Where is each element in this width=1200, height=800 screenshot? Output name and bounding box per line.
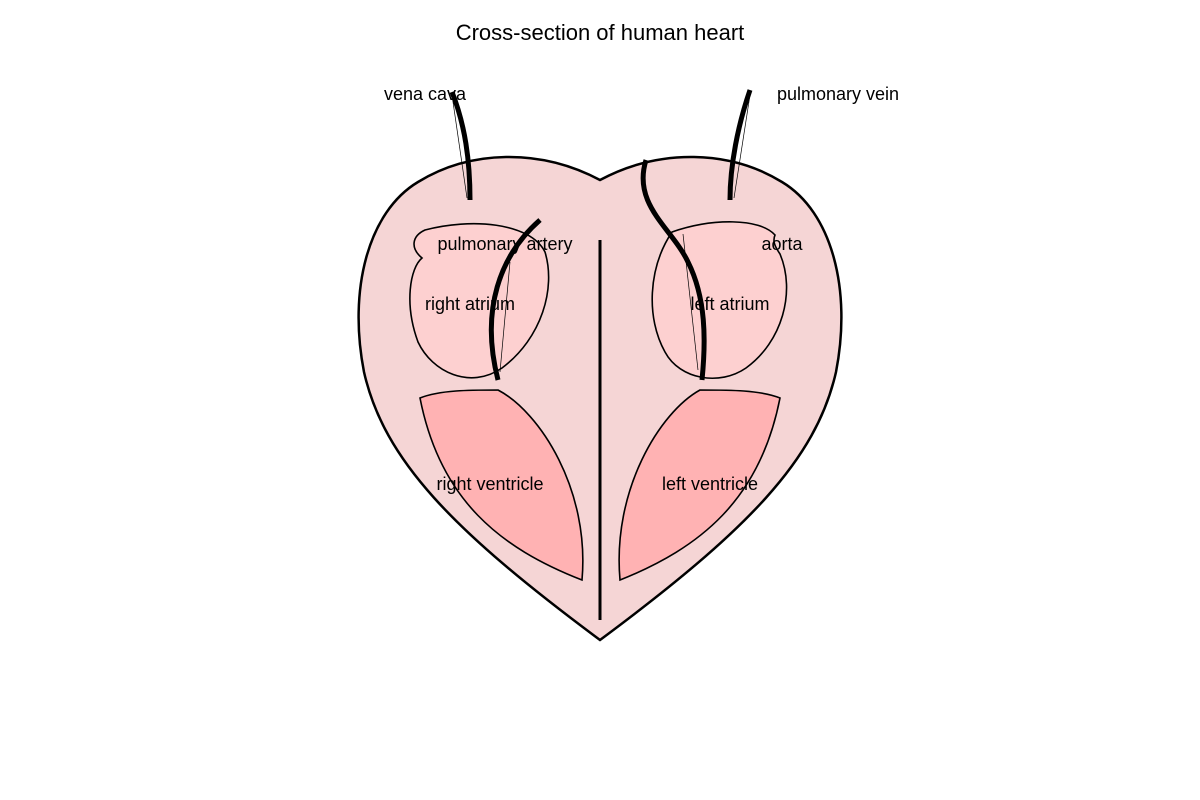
diagram-title: Cross-section of human heart <box>456 20 745 45</box>
pulmonary-vein-leader <box>733 94 751 199</box>
right-atrium-label: right atrium <box>425 294 515 314</box>
right-ventricle-label: right ventricle <box>436 474 543 494</box>
left-ventricle-chamber <box>618 389 781 582</box>
pulmonary-artery-label: pulmonary artery <box>437 234 572 254</box>
pulmonary-artery-leader <box>499 261 511 373</box>
vena-cava-vessel <box>449 91 473 201</box>
aorta-vessel <box>640 159 707 381</box>
left-ventricle-label: left ventricle <box>662 474 758 494</box>
aorta-leader <box>682 233 699 371</box>
right-atrium-chamber <box>409 222 550 379</box>
vena-cava-leader <box>451 94 468 199</box>
left-atrium-label: left atrium <box>690 294 769 314</box>
vena-cava-label: vena cava <box>384 84 467 104</box>
pulmonary-vein-label: pulmonary vein <box>777 84 899 104</box>
pulmonary-artery-vessel <box>488 218 542 381</box>
right-ventricle-chamber <box>419 389 584 582</box>
aorta-label: aorta <box>761 234 803 254</box>
pulmonary-vein-vessel <box>727 89 753 201</box>
